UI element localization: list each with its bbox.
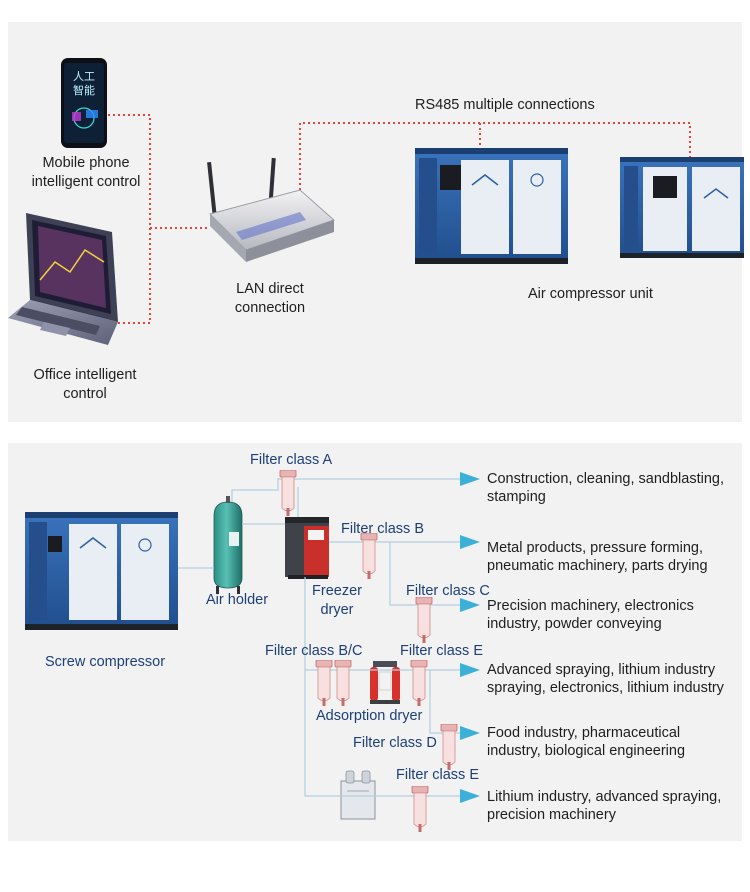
freezer-dryer-icon <box>285 517 329 579</box>
application-metal-products-line1: Metal products, pressure forming, <box>487 540 703 556</box>
air-treatment-flow-panel <box>8 443 742 841</box>
piping-lines <box>178 478 460 797</box>
application-food-industry-line2: industry, biological engineering <box>487 743 686 759</box>
application-metal-products-line2: pneumatic machinery, parts drying <box>487 558 708 574</box>
filter-class-a-label: Filter class A <box>250 452 333 468</box>
air-compressor-unit-1 <box>415 148 568 264</box>
office-control-label: Office intelligent control <box>20 366 150 404</box>
screw-compressor-label: Screw compressor <box>45 654 166 670</box>
mobile-phone-icon <box>61 58 107 148</box>
application-precision-machinery-line1: Precision machinery, electronics <box>487 598 694 614</box>
phone-screen-text-1: 人工 <box>73 70 95 83</box>
lan-connection-label-line2: connection <box>234 300 306 316</box>
application-advanced-spraying: Advanced spraying, lithium industry spra… <box>487 661 724 697</box>
filter-class-e-label-2: Filter class E <box>396 767 479 783</box>
mobile-control-label: Mobile phone intelligent control <box>22 154 150 192</box>
application-advanced-spraying-line2: spraying, electronics, lithium industry <box>487 680 724 696</box>
office-control-label-line1: Office intelligent <box>33 367 137 383</box>
compressor-unit-label: Air compressor unit <box>528 286 653 302</box>
screw-compressor-icon <box>25 512 178 630</box>
adsorption-dryer-label: Adsorption dryer <box>316 708 423 724</box>
network-control-panel <box>8 22 742 422</box>
router-icon <box>207 157 335 262</box>
application-construction-line1: Construction, cleaning, sandblasting, <box>487 471 724 487</box>
freezer-dryer-label-line1: Freezer <box>312 583 362 599</box>
filter-class-c-label: Filter class C <box>406 583 490 599</box>
application-lithium-industry-line1: Lithium industry, advanced spraying, <box>487 789 722 805</box>
phone-screen-text-2: 智能 <box>73 83 95 97</box>
mobile-control-label-line2: intelligent control <box>31 174 141 190</box>
application-food-industry: Food industry, pharmaceutical industry, … <box>487 724 685 760</box>
application-construction-line2: stamping <box>487 489 546 505</box>
application-construction: Construction, cleaning, sandblasting, st… <box>487 470 724 506</box>
filter-class-e-label-1: Filter class E <box>400 643 483 659</box>
freezer-dryer-label-line2: dryer <box>320 602 354 618</box>
application-food-industry-line1: Food industry, pharmaceutical <box>487 725 681 741</box>
air-compressor-unit-2 <box>620 157 744 258</box>
filter-class-bc-label: Filter class B/C <box>265 643 363 659</box>
output-arrows <box>460 472 480 803</box>
application-precision-machinery-line2: industry, powder conveying <box>487 616 662 632</box>
lan-connection-label: LAN direct connection <box>215 280 325 318</box>
application-metal-products: Metal products, pressure forming, pneuma… <box>487 539 708 575</box>
rs485-label: RS485 multiple connections <box>415 97 595 113</box>
application-precision-machinery: Precision machinery, electronics industr… <box>487 597 694 633</box>
application-lithium-industry-line2: precision machinery <box>487 807 616 823</box>
application-advanced-spraying-line1: Advanced spraying, lithium industry <box>487 662 716 678</box>
filter-class-d-label: Filter class D <box>353 735 437 751</box>
filter-class-b-label: Filter class B <box>341 521 424 537</box>
application-lithium-industry: Lithium industry, advanced spraying, pre… <box>487 788 721 824</box>
air-holder-label: Air holder <box>206 592 269 608</box>
air-holder-tank-icon <box>213 496 243 594</box>
filtration-unit-icon <box>340 770 376 820</box>
laptop-icon <box>8 213 118 345</box>
mobile-control-label-line1: Mobile phone <box>42 155 130 171</box>
office-control-label-line2: control <box>63 386 107 402</box>
adsorption-dryer-icon <box>370 661 400 704</box>
lan-connection-label-line1: LAN direct <box>236 281 304 297</box>
freezer-dryer-label: Freezer dryer <box>307 582 367 620</box>
